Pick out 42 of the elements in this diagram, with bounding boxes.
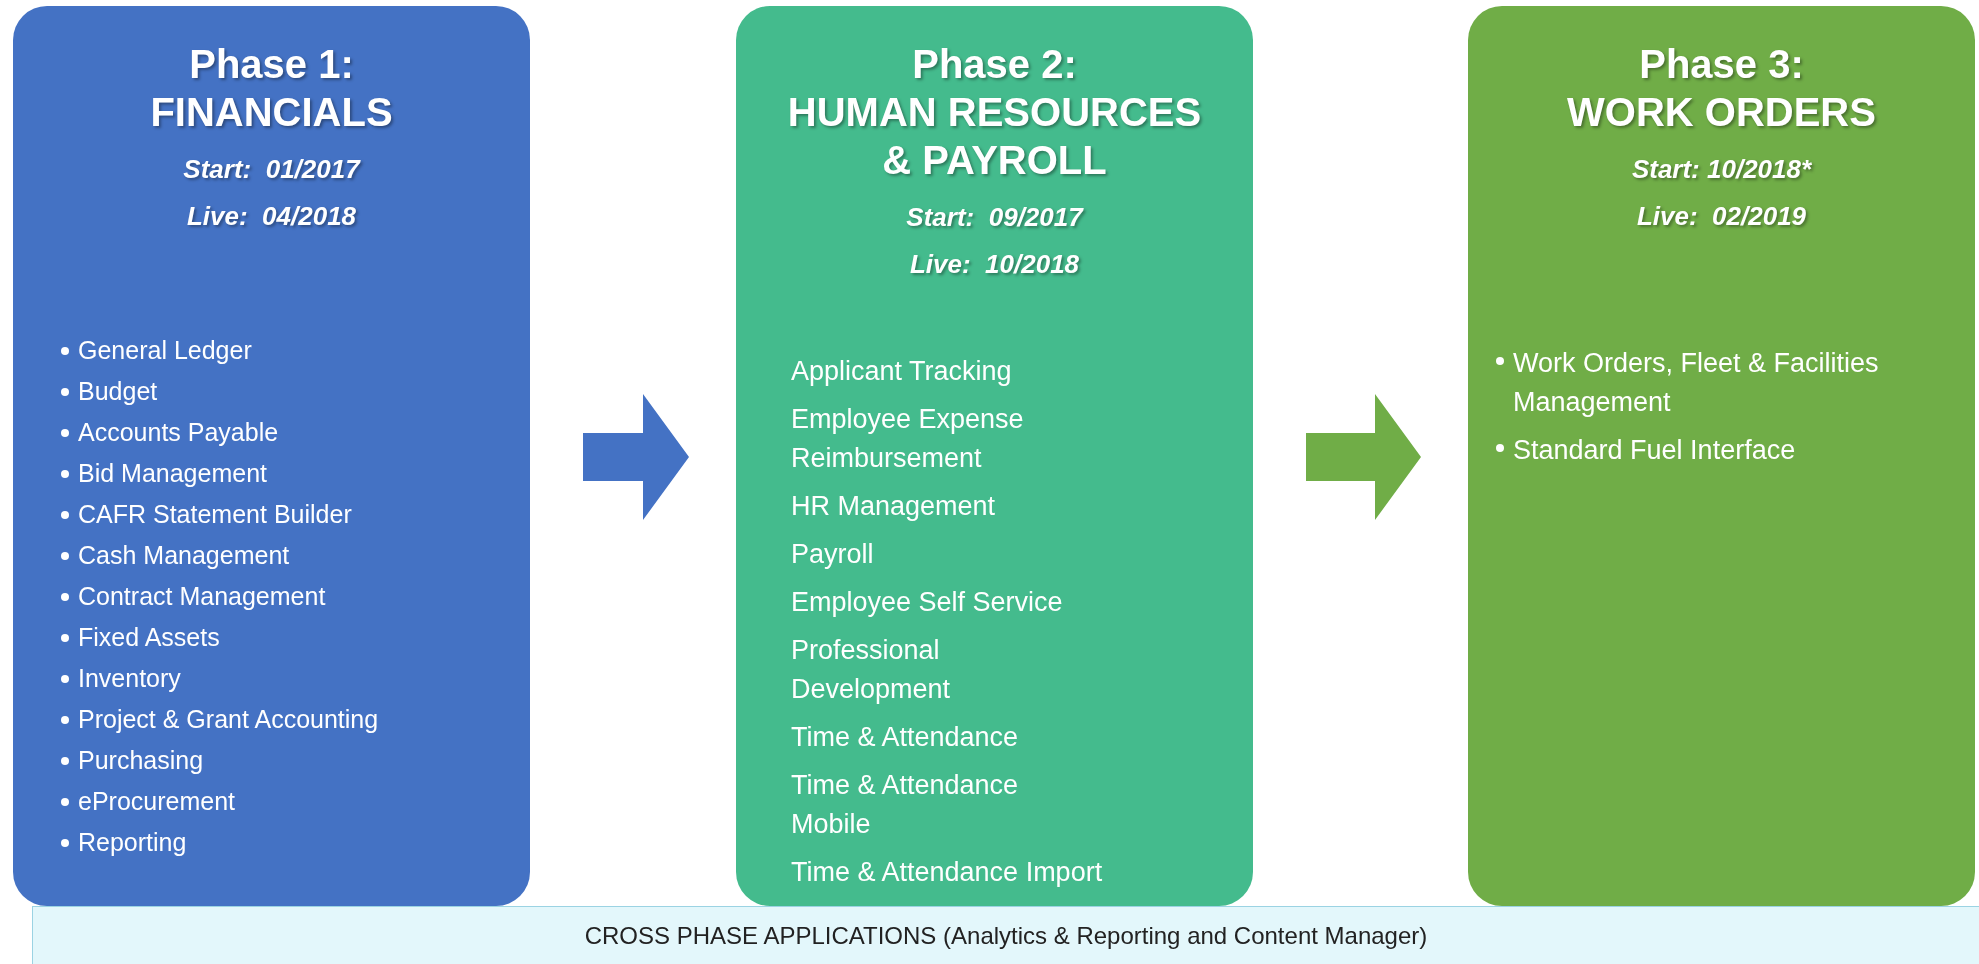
phase-card (736, 6, 1253, 906)
module-item: Cash Management (78, 540, 290, 571)
live-date: Live: 02/2019 (1636, 200, 1807, 233)
block-arrow (583, 394, 689, 520)
block-arrow (1306, 394, 1421, 520)
module-item: Standard Fuel Interface (1513, 434, 1796, 467)
phase-heading: Phase 1: (189, 41, 354, 88)
module-item: Contract Management (78, 581, 326, 612)
module-item: HR Management (791, 490, 996, 523)
phase-title: HUMAN RESOURCES & PAYROLL (786, 89, 1203, 184)
module-item: Payroll (791, 538, 874, 571)
module-item: Employee Expense Reimbursement (791, 403, 1025, 475)
module-item: Fixed Assets (78, 622, 220, 653)
module-item: Bid Management (78, 458, 267, 489)
module-item: Inventory (78, 663, 181, 694)
cross-phase-band: CROSS PHASE APPLICATIONS (Analytics & Reporting and Content Manager) (32, 906, 1979, 964)
module-item: Budget (78, 376, 158, 407)
module-item: Work Orders, Fleet & Facilities Management (1513, 347, 1880, 419)
module-item: Time & Attendance (791, 721, 1019, 754)
phase-heading: Phase 3: (1639, 41, 1804, 88)
module-item: Accounts Payable (78, 417, 279, 448)
module-item: Time & Attendance Mobile (791, 769, 1020, 841)
phase-card (1468, 6, 1975, 906)
start-date: Start: 01/2017 (183, 153, 360, 186)
phase-heading: Phase 2: (912, 41, 1077, 88)
module-item: Time & Attendance Import (791, 856, 1103, 889)
live-date: Live: 04/2018 (186, 200, 357, 233)
module-item: Applicant Tracking (791, 355, 1012, 388)
module-item: Reporting (78, 827, 187, 858)
module-item: eProcurement (78, 786, 236, 817)
start-date: Start: 10/2018* (1631, 153, 1812, 186)
module-item: Employee Self Service (791, 586, 1063, 619)
module-item: Project & Grant Accounting (78, 704, 379, 735)
module-item: CAFR Statement Builder (78, 499, 352, 530)
module-item: Professional Development (791, 634, 952, 706)
start-date: Start: 09/2017 (906, 201, 1083, 234)
phase-title: FINANCIALS (149, 89, 394, 136)
phase-title: WORK ORDERS (1566, 89, 1877, 136)
module-item: General Ledger (78, 335, 252, 366)
phase-card (13, 6, 530, 906)
live-date: Live: 10/2018 (909, 248, 1080, 281)
module-item: Purchasing (78, 745, 204, 776)
